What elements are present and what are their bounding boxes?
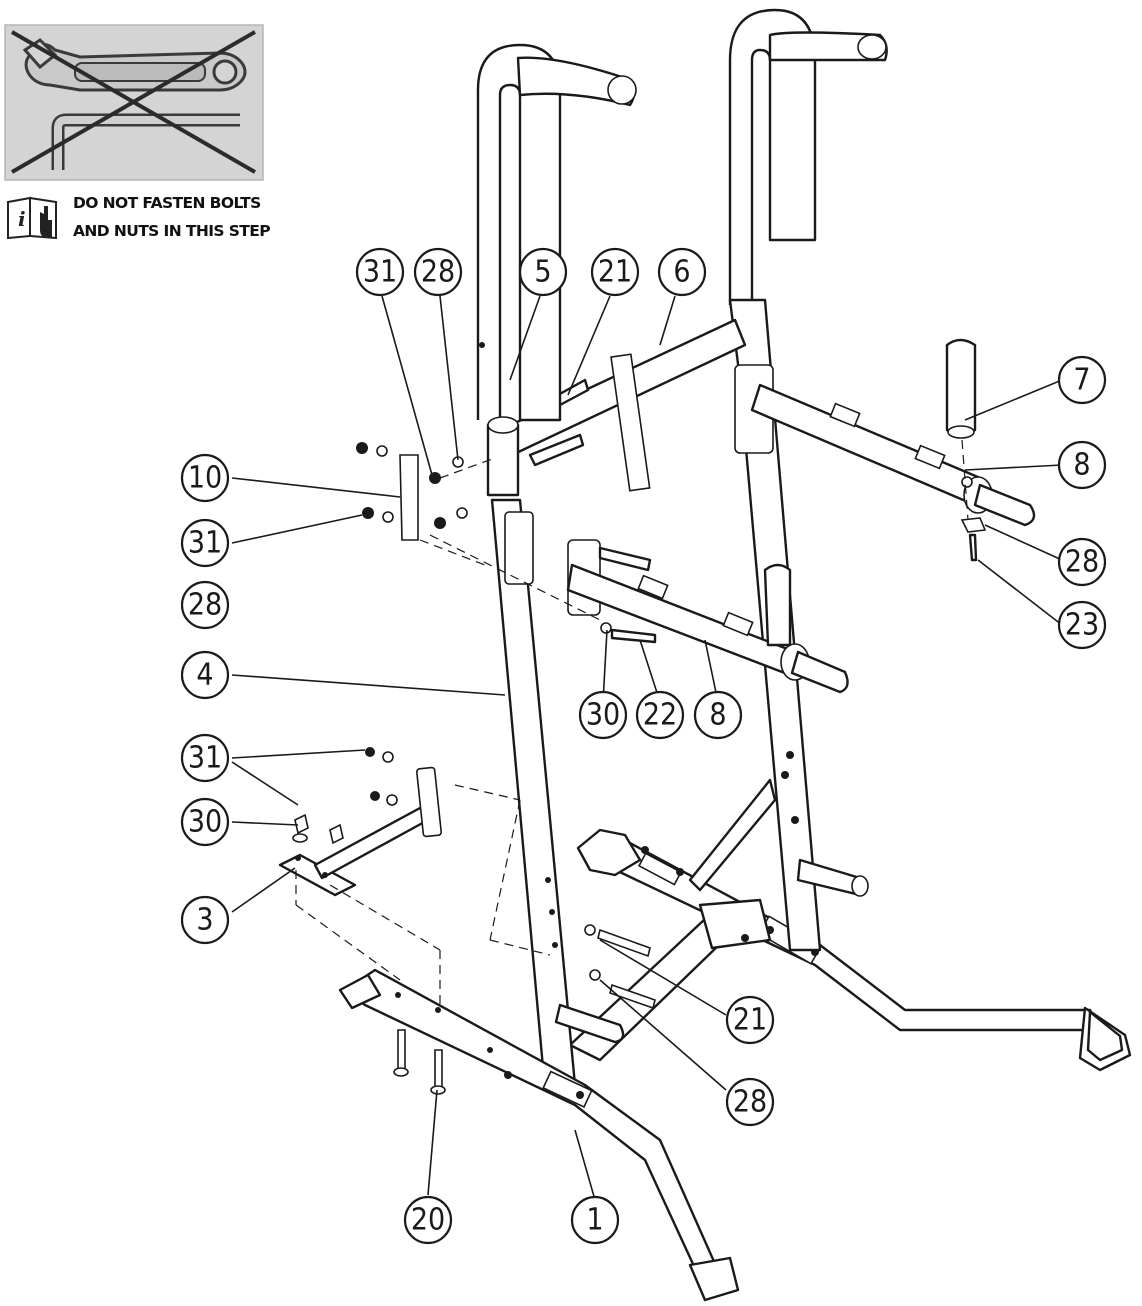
front-upright-main: [486, 416, 577, 1092]
svg-text:20: 20: [411, 1203, 445, 1238]
svg-text:10: 10: [188, 461, 222, 496]
svg-text:31: 31: [188, 526, 222, 561]
callout-4: 4: [180, 650, 230, 700]
svg-text:28: 28: [421, 255, 455, 290]
callout-28-low: 28: [725, 1077, 775, 1127]
svg-text:28: 28: [188, 588, 222, 623]
callout-6: 6: [657, 247, 707, 297]
svg-text:8: 8: [709, 698, 726, 733]
callout-30-mid: 30: [578, 690, 628, 740]
svg-text:23: 23: [1065, 608, 1099, 643]
callout-22: 22: [635, 690, 685, 740]
svg-text:6: 6: [673, 255, 690, 290]
front-upright-top: [476, 43, 637, 422]
svg-text:1: 1: [586, 1203, 603, 1238]
svg-text:28: 28: [1065, 545, 1099, 580]
svg-text:i: i: [18, 207, 26, 231]
svg-text:7: 7: [1073, 363, 1090, 398]
upper-weight-horn: [734, 338, 1036, 562]
svg-text:21: 21: [598, 255, 632, 290]
front-brace-3: [278, 747, 551, 1005]
callout-31-top: 31: [355, 247, 405, 297]
callout-20: 20: [403, 1195, 453, 1245]
callout-31-low: 31: [180, 733, 230, 783]
callout-21-low: 21: [725, 995, 775, 1045]
cross-tube: [568, 778, 777, 1062]
warning-line-1: DO NOT FASTEN BOLTS: [73, 194, 261, 212]
svg-text:31: 31: [188, 741, 222, 776]
svg-text:3: 3: [196, 903, 213, 938]
callout-21-top: 21: [590, 247, 640, 297]
callout-28-top: 28: [413, 247, 463, 297]
svg-text:28: 28: [733, 1085, 767, 1120]
callout-28-right: 28: [1057, 537, 1107, 587]
svg-text:21: 21: [733, 1003, 767, 1038]
warning-line-2: AND NUTS IN THIS STEP: [73, 222, 271, 240]
rear-peg-lower: [796, 858, 869, 897]
svg-text:31: 31: [363, 255, 397, 290]
callout-5: 5: [518, 247, 568, 297]
info-manual-icon: i: [7, 196, 57, 240]
callout-31-mid: 31: [180, 518, 230, 568]
lower-weight-horn: [429, 534, 849, 694]
svg-text:30: 30: [586, 698, 620, 733]
svg-text:22: 22: [643, 698, 677, 733]
svg-text:8: 8: [1073, 448, 1090, 483]
callout-30-low: 30: [180, 797, 230, 847]
svg-text:4: 4: [196, 658, 213, 693]
base-frame-front: [338, 968, 740, 1302]
callout-7: 7: [1057, 355, 1107, 405]
bracket-plate-10: [356, 442, 496, 566]
leader-lines: [231, 295, 1063, 1201]
callout-10: 10: [180, 453, 230, 503]
callout-8-right: 8: [1057, 440, 1107, 490]
bolts-20: [393, 1029, 446, 1095]
svg-text:5: 5: [534, 255, 551, 290]
callout-3: 3: [180, 895, 230, 945]
callout-23: 23: [1057, 600, 1107, 650]
callout-28-left: 28: [180, 580, 230, 630]
callout-1: 1: [570, 1195, 620, 1245]
callout-8-center: 8: [693, 690, 743, 740]
svg-text:30: 30: [188, 805, 222, 840]
no-wrench-icon: [4, 24, 264, 181]
